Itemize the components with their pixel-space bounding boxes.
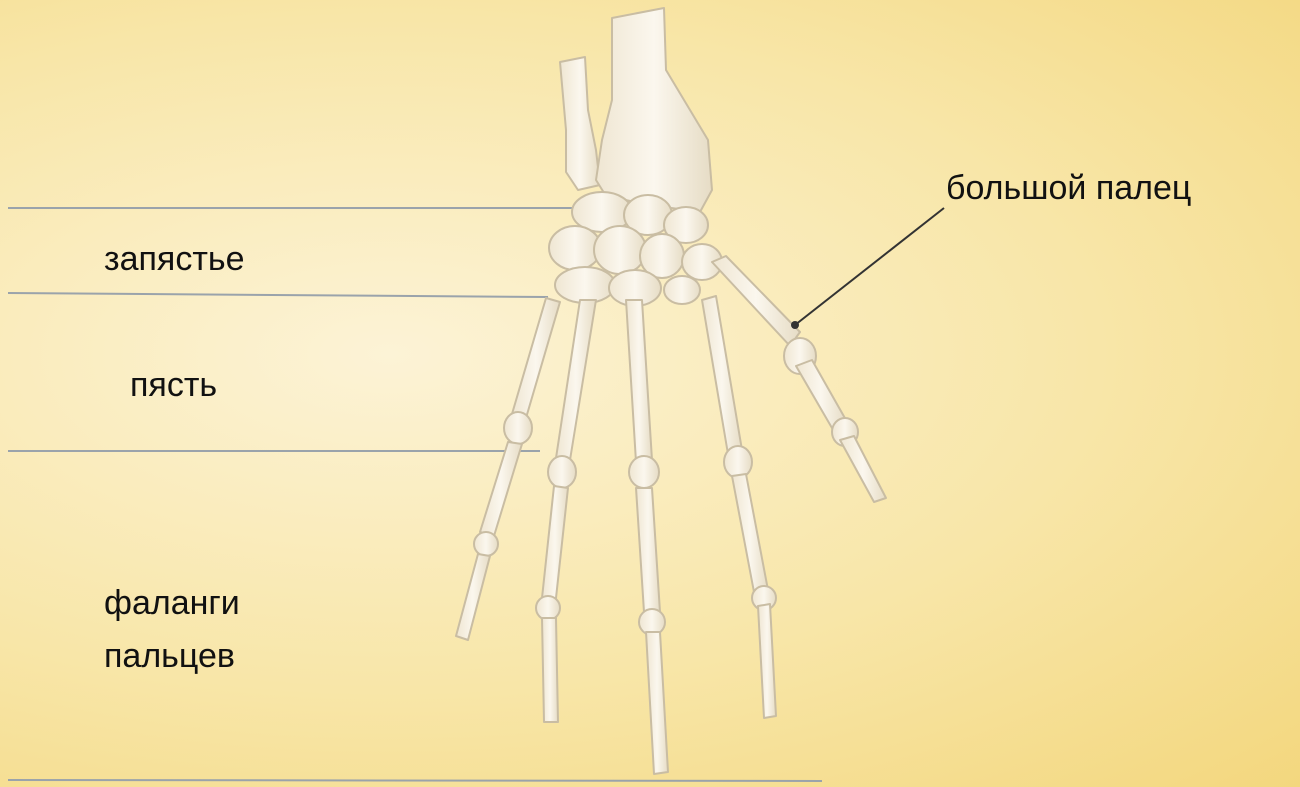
ring-finger-bones bbox=[536, 300, 596, 722]
label-metacarpus: пясть bbox=[130, 363, 217, 407]
thumb-leader-dot bbox=[791, 321, 799, 329]
carpal-bones bbox=[549, 192, 722, 306]
label-phalanges-line2: пальцев bbox=[104, 634, 235, 678]
label-phalanges-line1: фаланги bbox=[104, 581, 240, 625]
hand-bones bbox=[456, 8, 886, 774]
middle-finger-bones bbox=[626, 300, 668, 774]
divider-line-phalanges-bottom bbox=[8, 780, 822, 781]
label-wrist: запястье bbox=[104, 237, 245, 281]
ulna-bone bbox=[560, 57, 600, 190]
thumb-leader-line bbox=[795, 208, 944, 325]
index-finger-bones bbox=[702, 296, 776, 718]
radius-bone bbox=[596, 8, 712, 212]
divider-line-wrist-bottom bbox=[8, 293, 548, 297]
label-thumb: большой палец bbox=[946, 166, 1191, 210]
